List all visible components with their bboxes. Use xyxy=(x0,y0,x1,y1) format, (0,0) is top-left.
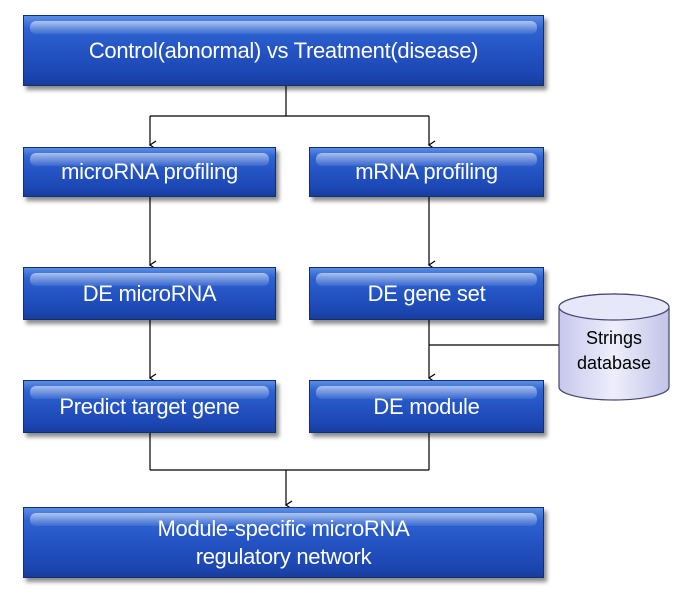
mirna-profiling-label: microRNA profiling xyxy=(61,159,238,184)
de-gene-set-label: DE gene set xyxy=(367,280,486,306)
predict-target-gene-label: Predict target gene xyxy=(59,393,240,419)
predict-target-gene-box: Predict target gene xyxy=(23,380,276,433)
database-label: Strings database xyxy=(559,326,669,376)
result-box-regulatory-network: Module-specific microRNA regulatory netw… xyxy=(23,507,544,578)
mirna-profiling-box: microRNA profiling xyxy=(23,147,276,197)
database-label-line-1: Strings xyxy=(585,328,643,348)
de-microrna-label: DE microRNA xyxy=(82,280,217,306)
mrna-profiling-box: mRNA profiling xyxy=(309,147,544,197)
top-box-label: Control(abnormal) vs Treatment(disease) xyxy=(88,37,479,63)
de-module-label: DE module xyxy=(373,393,480,419)
de-microrna-box: DE microRNA xyxy=(23,267,276,320)
top-box-control-vs-treatment: Control(abnormal) vs Treatment(disease) xyxy=(23,15,544,86)
database-cylinder-icon xyxy=(558,293,670,401)
mrna-profiling-label: mRNA profiling xyxy=(355,159,498,184)
de-module-box: DE module xyxy=(309,380,544,433)
result-label-line-1: Module-specific microRNA xyxy=(157,515,410,541)
result-label-line-2: regulatory network xyxy=(195,543,372,569)
result-label: Module-specific microRNA regulatory netw… xyxy=(158,515,410,571)
de-gene-set-box: DE gene set xyxy=(309,267,544,320)
database-label-line-2: database xyxy=(576,353,652,373)
